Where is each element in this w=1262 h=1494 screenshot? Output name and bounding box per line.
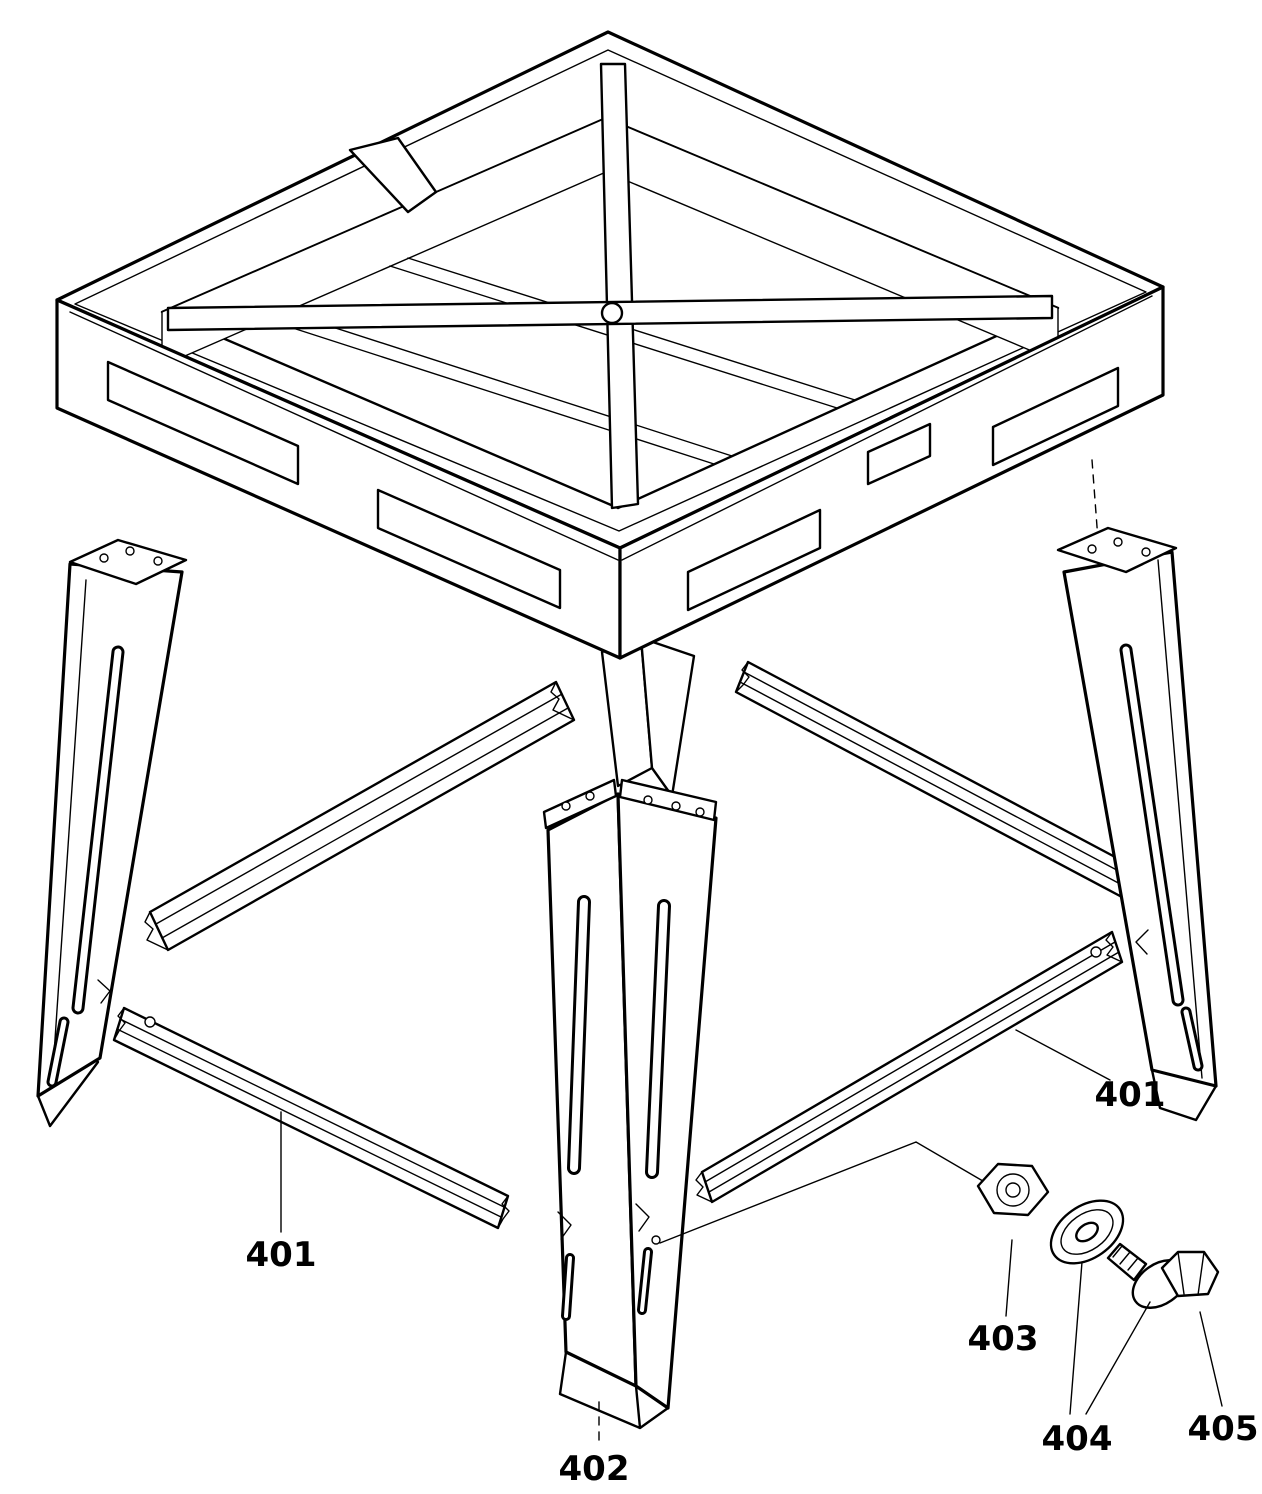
corner-post-right-face [639, 636, 696, 798]
band-fold-line-right [621, 295, 1153, 561]
nut-hole [1005, 1182, 1021, 1198]
leg-hook [1135, 929, 1149, 955]
band-small-hole [866, 422, 932, 486]
alignment-dash-line [1091, 459, 1099, 541]
brace-center-hole [600, 301, 624, 325]
rail-end-channel [144, 681, 575, 951]
leg-top-flange [68, 538, 188, 586]
part-label-405: 405 [1188, 1409, 1259, 1449]
flange-hole [1113, 537, 1123, 547]
leg-slot-inner [570, 898, 588, 1172]
band-slot [686, 508, 822, 612]
flange-hole [671, 801, 681, 811]
flange-hole [1141, 547, 1151, 557]
leader-line-404 [1069, 1261, 1151, 1415]
hex-nut-403 [976, 1162, 1050, 1217]
rail-bolt-hole [144, 1016, 156, 1028]
band-fold-line-left [69, 311, 619, 561]
flange-hole [1087, 544, 1097, 554]
leader-line-403 [1005, 1239, 1013, 1317]
leg-right-face [616, 792, 718, 1410]
leg-top-flange [1056, 526, 1178, 574]
leg-slot-inner [1183, 1009, 1201, 1069]
rail-end-channel [113, 1007, 510, 1229]
leg-slot-inner [74, 648, 122, 1012]
leg-hook [635, 1203, 650, 1232]
bolt-head-facets [1177, 1251, 1205, 1296]
deck-slat [267, 319, 715, 465]
leg-right [1056, 459, 1218, 1122]
leg-foot [36, 1060, 100, 1128]
leg-slot-inner [49, 1019, 67, 1085]
rail-upper-right [734, 660, 1134, 898]
corner-strap [348, 136, 438, 214]
washer-face [1060, 1209, 1114, 1255]
leg-front [542, 778, 718, 1445]
leg-slot-inner [1122, 646, 1182, 1004]
frame-corner-post [600, 636, 696, 798]
part-label-401-left: 401 [246, 1235, 317, 1275]
band-slot [376, 488, 562, 610]
leg-body [1062, 550, 1218, 1088]
bolt-405 [1106, 1242, 1220, 1309]
rail-lower-left [112, 1006, 510, 1230]
flange-hole [695, 807, 705, 817]
table-frame [55, 30, 1165, 798]
band-slot [106, 360, 300, 486]
leg-fold-line [1157, 559, 1203, 1079]
flange-hole [125, 546, 135, 556]
rail-lower-right [695, 930, 1124, 1204]
flange-hole [99, 553, 109, 563]
leg-bolt-hole [651, 1235, 661, 1245]
band-slot [991, 366, 1120, 467]
washer-404 [1049, 1199, 1125, 1265]
leg-slot-inner [640, 1250, 650, 1312]
leg-top-flange [542, 778, 618, 830]
leader-line-401-right [1015, 1029, 1111, 1081]
part-label-403: 403 [968, 1319, 1039, 1359]
leg-slot-inner [564, 1256, 572, 1318]
part-label-402: 402 [559, 1449, 630, 1489]
flange-hole [561, 801, 571, 811]
leg-hook [97, 979, 111, 1004]
rail-upper-left [144, 680, 576, 952]
leg-body [36, 562, 184, 1098]
washer-hole [1075, 1221, 1099, 1243]
flange-hole [643, 795, 653, 805]
part-label-404: 404 [1042, 1419, 1113, 1459]
leg-foot [1150, 1068, 1218, 1122]
part-labels: 401 401 402 403 404 405 [246, 1029, 1259, 1489]
cross-brace-vertical [599, 62, 640, 510]
leg-top-flange [618, 778, 718, 822]
frame-inner-wall-right [605, 117, 1059, 363]
corner-post-bottom-edge [617, 767, 673, 797]
leg-fold-line [51, 579, 87, 1085]
leg-foot [558, 1350, 670, 1430]
bolt-threads [1112, 1245, 1139, 1271]
assembly-leader-line [659, 1141, 989, 1244]
leader-line-405 [1199, 1311, 1223, 1407]
flange-hole [153, 556, 163, 566]
leg-left [36, 538, 188, 1128]
bolt-shank [1106, 1242, 1148, 1282]
frame-rim-fold-line [74, 49, 1147, 532]
deck-slat [285, 311, 733, 457]
rail-bolt-hole [1090, 946, 1102, 958]
rail-end-channel [695, 931, 1123, 1203]
leg-slot-inner [648, 902, 668, 1176]
part-label-401-right: 401 [1095, 1075, 1166, 1115]
flange-hole [585, 791, 595, 801]
leg-hook [557, 1211, 572, 1240]
